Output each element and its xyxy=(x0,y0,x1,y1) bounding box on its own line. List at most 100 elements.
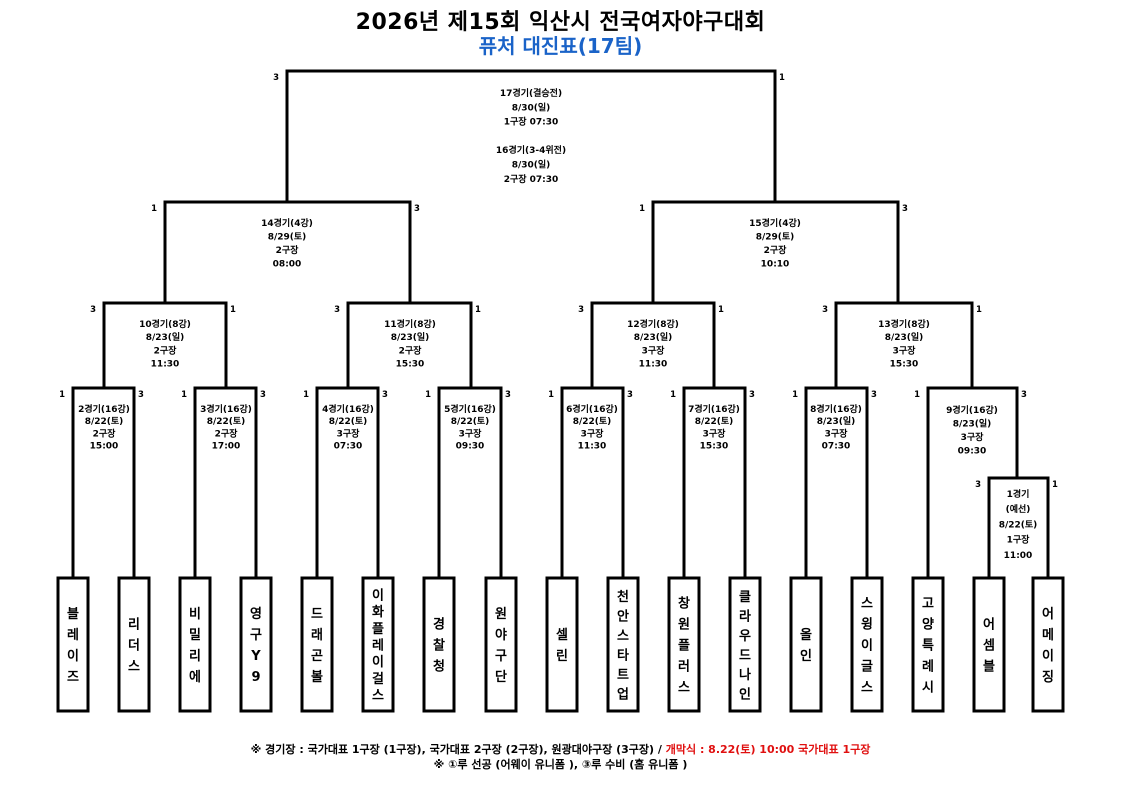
right-score-marker: 1 xyxy=(230,305,236,315)
subtitle-division: 퓨처 xyxy=(478,34,516,58)
right-score-marker: 3 xyxy=(138,390,144,400)
right-score-marker: 3 xyxy=(260,390,266,400)
right-score-marker: 1 xyxy=(976,305,982,315)
right-score-marker: 1 xyxy=(779,73,785,83)
right-score-marker: 3 xyxy=(382,390,388,400)
team-box-frame xyxy=(178,576,212,713)
left-score-marker: 1 xyxy=(303,390,309,400)
venue-note-text: ※ 경기장 : 국가대표 1구장 (1구장), 국가대표 2구장 (2구장), … xyxy=(250,743,666,756)
team-box-frame xyxy=(606,576,640,713)
left-score-marker: 1 xyxy=(792,390,798,400)
left-score-marker: 1 xyxy=(151,204,157,214)
left-score-marker: 1 xyxy=(639,204,645,214)
team-box-frame xyxy=(1031,576,1065,713)
right-score-marker: 1 xyxy=(475,305,481,315)
team-box-frame xyxy=(545,576,579,713)
right-score-marker: 3 xyxy=(749,390,755,400)
opening-ceremony-note: 개막식 : 8.22(토) 10:00 국가대표 1구장 xyxy=(665,743,871,756)
right-score-marker: 3 xyxy=(871,390,877,400)
team-box-frame xyxy=(117,576,151,713)
team-box-frame xyxy=(667,576,701,713)
footer-venue-note: ※ 경기장 : 국가대표 1구장 (1구장), 국가대표 2구장 (2구장), … xyxy=(0,741,1121,757)
bracket-lines xyxy=(71,69,1050,580)
right-score-marker: 3 xyxy=(414,204,420,214)
left-score-marker: 3 xyxy=(975,480,981,490)
team-box-frame xyxy=(239,576,273,713)
team-box-frame xyxy=(728,576,762,713)
page-title-text: 2026년 제15회 익산시 전국여자야구대회 xyxy=(355,10,766,35)
footer-uniform-note: ※ ①루 선공 (어웨이 유니폼 ), ③루 수비 (홈 유니폼 ) xyxy=(0,756,1121,772)
left-score-marker: 1 xyxy=(181,390,187,400)
left-score-marker: 3 xyxy=(273,73,279,83)
team-box-frame xyxy=(361,576,395,713)
team-box-frame xyxy=(422,576,456,713)
team-box-frame xyxy=(850,576,884,713)
left-score-marker: 1 xyxy=(670,390,676,400)
left-score-marker: 1 xyxy=(425,390,431,400)
left-score-marker: 3 xyxy=(578,305,584,315)
page-subtitle: 퓨처 대진표(17팀) xyxy=(0,30,1121,59)
left-score-marker: 3 xyxy=(822,305,828,315)
left-score-marker: 1 xyxy=(59,390,65,400)
team-box-frame xyxy=(789,576,823,713)
right-score-marker: 1 xyxy=(718,305,724,315)
left-score-marker: 3 xyxy=(334,305,340,315)
subtitle-bracket: 대진표(17팀) xyxy=(515,34,643,58)
right-score-marker: 3 xyxy=(902,204,908,214)
right-score-marker: 1 xyxy=(1052,480,1058,490)
